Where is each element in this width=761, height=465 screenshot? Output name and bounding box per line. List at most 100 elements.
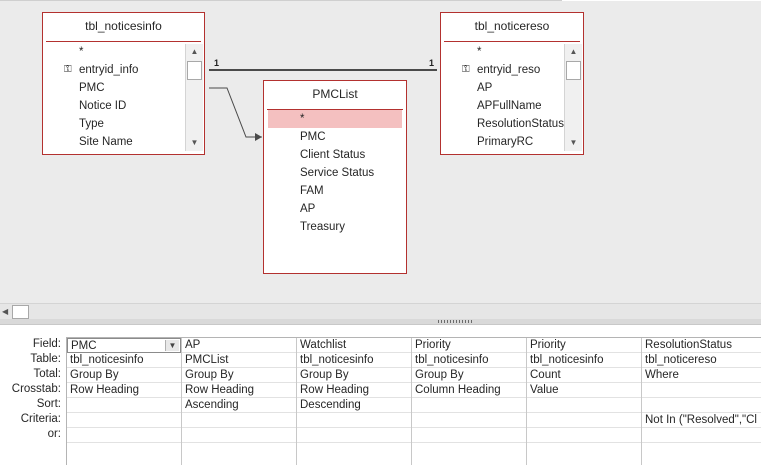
field-item[interactable]: AP (477, 82, 493, 94)
or-cell[interactable] (642, 428, 761, 443)
sort-cell[interactable] (642, 398, 761, 413)
or-cell[interactable] (527, 428, 641, 443)
row-label-total: Total: (33, 368, 62, 380)
field-cell[interactable]: ResolutionStatus (642, 338, 761, 353)
sort-cell[interactable] (527, 398, 641, 413)
join-arrow-head (255, 133, 262, 141)
table-cell[interactable]: tbl_noticesinfo (527, 353, 641, 368)
field-cell[interactable]: AP (182, 338, 296, 353)
total-cell[interactable]: Group By (412, 368, 526, 383)
criteria-cell[interactable] (297, 413, 411, 428)
or-cell[interactable] (67, 428, 181, 443)
table-box-pmclist[interactable]: PMCList * PMC Client Status Service Stat… (263, 80, 407, 274)
table-title-divider (46, 41, 201, 42)
scroll-up-arrow-icon[interactable]: ▲ (190, 47, 199, 56)
grid-columns: PMC▼ tbl_noticesinfo Group By Row Headin… (66, 337, 761, 465)
field-cell[interactable]: Priority (527, 338, 641, 353)
field-item[interactable]: Treasury (300, 221, 345, 233)
crosstab-cell[interactable]: Column Heading (412, 383, 526, 398)
table-box-tbl-noticesinfo[interactable]: tbl_noticesinfo * ⚿ entryid_info PMC Not… (42, 12, 205, 155)
table-title-divider (444, 41, 580, 42)
table-cell[interactable]: tbl_noticesinfo (67, 353, 181, 368)
grid-column: Priority tbl_noticesinfo Group By Column… (412, 338, 527, 465)
or-cell[interactable] (297, 428, 411, 443)
field-item[interactable]: Notice ID (79, 100, 127, 112)
field-cell[interactable]: Watchlist (297, 338, 411, 353)
join-line-info-pmclist (209, 87, 262, 138)
sort-cell[interactable]: Ascending (182, 398, 296, 413)
total-cell[interactable]: Where (642, 368, 761, 383)
sort-cell[interactable] (67, 398, 181, 413)
scroll-down-arrow-icon[interactable]: ▼ (190, 138, 199, 147)
criteria-cell[interactable]: Not In ("Resolved","Cl (642, 413, 761, 428)
row-label-sort: Sort: (36, 398, 61, 410)
field-item[interactable]: PrimaryRC (477, 136, 534, 148)
scroll-thumb[interactable] (187, 61, 202, 80)
crosstab-cell[interactable]: Row Heading (297, 383, 411, 398)
field-item[interactable]: * (477, 46, 482, 58)
table-title: tbl_noticesinfo (85, 19, 162, 33)
scroll-up-arrow-icon[interactable]: ▲ (569, 47, 578, 56)
scroll-thumb[interactable] (12, 305, 29, 319)
field-item[interactable]: Client Status (300, 149, 366, 161)
horizontal-scrollbar[interactable]: ◀ (0, 303, 761, 319)
row-label-criteria: Criteria: (20, 413, 61, 425)
scroll-down-arrow-icon[interactable]: ▼ (569, 138, 578, 147)
pane-splitter[interactable] (0, 319, 761, 325)
dropdown-arrow-icon[interactable]: ▼ (165, 340, 179, 351)
field-item[interactable]: AP (300, 203, 316, 215)
field-item[interactable]: PMC (79, 82, 105, 94)
table-cell[interactable]: tbl_noticesinfo (297, 353, 411, 368)
scroll-thumb[interactable] (566, 61, 581, 80)
total-cell[interactable]: Group By (182, 368, 296, 383)
sort-cell[interactable] (412, 398, 526, 413)
key-icon: ⚿ (64, 64, 72, 75)
grid-column: AP PMCList Group By Row Heading Ascendin… (182, 338, 297, 465)
query-design-canvas[interactable]: 1 1 tbl_noticesinfo * ⚿ entryid_info PMC… (0, 0, 761, 303)
or-cell[interactable] (412, 428, 526, 443)
field-cell[interactable]: PMC▼ (67, 338, 181, 353)
table-title: tbl_noticereso (474, 19, 550, 33)
field-item[interactable]: ResolutionStatus (477, 118, 564, 130)
field-item[interactable]: * (79, 46, 84, 58)
sort-cell[interactable]: Descending (297, 398, 411, 413)
field-cell[interactable]: Priority (412, 338, 526, 353)
field-item[interactable]: PMC (300, 131, 326, 143)
total-cell[interactable]: Count (527, 368, 641, 383)
scroll-left-arrow-icon[interactable]: ◀ (2, 307, 9, 316)
grid-column: PMC▼ tbl_noticesinfo Group By Row Headin… (67, 338, 182, 465)
vertical-scrollbar[interactable]: ▲ ▼ (185, 44, 203, 151)
total-cell[interactable]: Group By (297, 368, 411, 383)
table-cell[interactable]: PMCList (182, 353, 296, 368)
field-item[interactable]: Site Name (79, 136, 133, 148)
query-design-grid[interactable]: Field: Table: Total: Crosstab: Sort: Cri… (0, 325, 761, 465)
field-item[interactable]: Service Status (300, 167, 375, 179)
or-cell[interactable] (182, 428, 296, 443)
crosstab-cell[interactable]: Value (527, 383, 641, 398)
criteria-cell[interactable] (412, 413, 526, 428)
table-cell[interactable]: tbl_noticereso (642, 353, 761, 368)
field-item[interactable]: entryid_reso (477, 64, 541, 76)
splitter-grip[interactable] (438, 320, 472, 323)
table-cell[interactable]: tbl_noticesinfo (412, 353, 526, 368)
criteria-cell[interactable] (182, 413, 296, 428)
vertical-scrollbar[interactable]: ▲ ▼ (564, 44, 582, 151)
top-border-highlight (562, 0, 761, 1)
criteria-cell[interactable] (67, 413, 181, 428)
field-item[interactable]: APFullName (477, 100, 542, 112)
crosstab-cell[interactable]: Row Heading (182, 383, 296, 398)
field-item[interactable]: FAM (300, 185, 324, 197)
row-label-field: Field: (32, 338, 61, 350)
field-item-selected[interactable]: * (268, 110, 402, 128)
grid-column: Priority tbl_noticesinfo Count Value (527, 338, 642, 465)
grid-column: Watchlist tbl_noticesinfo Group By Row H… (297, 338, 412, 465)
crosstab-cell[interactable] (642, 383, 761, 398)
row-label-crosstab: Crosstab: (11, 383, 61, 395)
table-box-tbl-noticereso[interactable]: tbl_noticereso * ⚿ entryid_reso AP APFul… (440, 12, 584, 155)
total-cell[interactable]: Group By (67, 368, 181, 383)
field-item[interactable]: entryid_info (79, 64, 139, 76)
row-label-or: or: (47, 428, 61, 440)
crosstab-cell[interactable]: Row Heading (67, 383, 181, 398)
field-item[interactable]: Type (79, 118, 104, 130)
criteria-cell[interactable] (527, 413, 641, 428)
